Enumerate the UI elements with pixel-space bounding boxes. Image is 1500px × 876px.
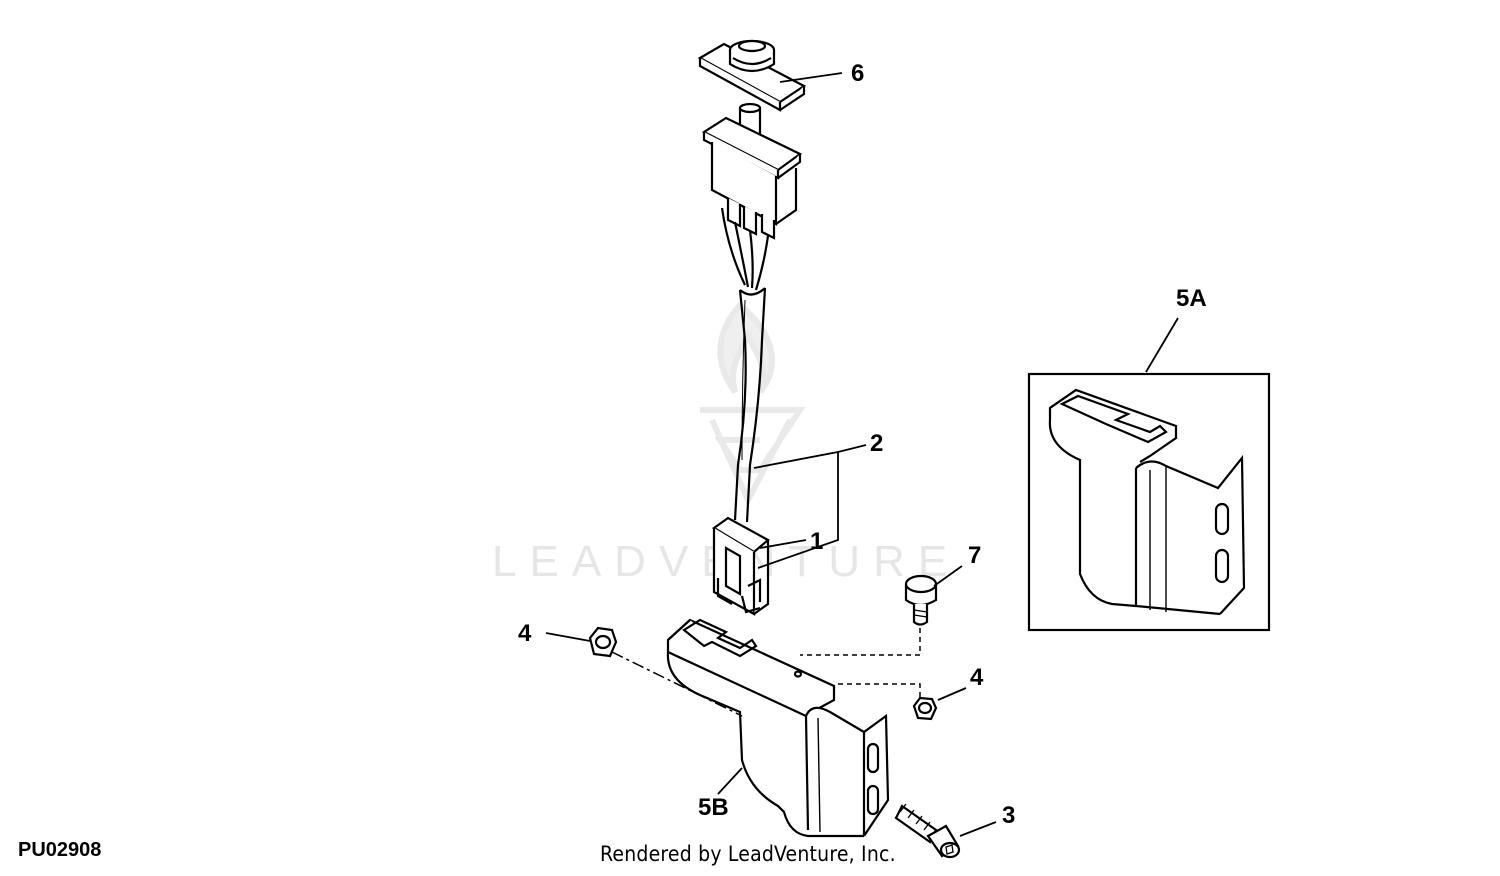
callout-5b: 5B [698,794,729,821]
part-4-nut-right [912,696,938,721]
part-4-nut-left [588,626,618,658]
callout-1: 1 [810,528,824,555]
part-5b-bracket [666,618,890,838]
leaders-2-1 [753,444,867,569]
part-6-grommet [697,39,807,112]
part-2-switch [701,102,803,616]
part-5a-bracket [1048,388,1246,616]
callout-3: 3 [1002,802,1016,829]
assembly-line-4-left [611,651,743,717]
leader-5b [717,767,743,795]
leader-5a [1145,317,1179,373]
callout-5a: 5A [1176,285,1207,312]
assembly-line-7 [800,628,921,656]
leader-7 [933,565,963,587]
callout-7: 7 [968,542,982,569]
part-7-screw [904,574,938,626]
callout-4-right: 4 [970,664,984,691]
inset-box-5a [1027,372,1271,632]
assembly-line-4-right [838,683,921,698]
leader-3 [959,821,997,837]
callout-6: 6 [851,60,865,87]
leader-6 [779,72,843,83]
figure-id: PU02908 [18,839,102,861]
callout-4-left: 4 [518,620,532,647]
callout-2: 2 [870,430,884,457]
leader-4-right [937,687,967,701]
render-credit: Rendered by LeadVenture, Inc. [600,842,896,866]
leader-4-left [545,632,591,642]
part-3-screw [894,803,961,859]
